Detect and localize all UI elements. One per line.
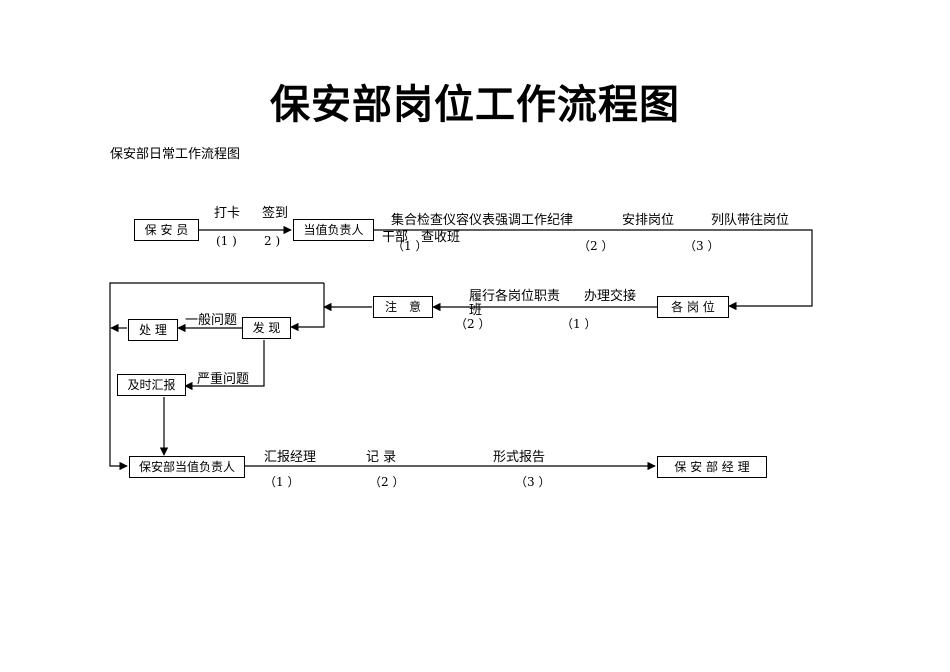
- label-cadre: 干部 查收班: [382, 230, 461, 245]
- page-title: 保安部岗位工作流程图: [270, 82, 680, 128]
- node-posts: 各 岗 位: [657, 296, 729, 318]
- step-num-1c: （1 ）: [561, 317, 597, 331]
- step-num-3d: （3 ）: [515, 475, 551, 489]
- label-general-issue: 一般问题: [185, 313, 238, 328]
- label-arrange: 安排岗位: [622, 213, 675, 228]
- label-handover: 办理交接: [584, 289, 637, 304]
- label-formal-report: 形式报告: [493, 450, 546, 465]
- node-dept-duty-leader: 保安部当值负责人: [129, 456, 245, 478]
- step-num-1a: (1 ): [216, 234, 237, 248]
- page-subtitle: 保安部日常工作流程图: [110, 147, 241, 162]
- step-num-1d: （1 ）: [264, 475, 300, 489]
- step-num-2b: （2 ）: [578, 239, 614, 253]
- step-num-2d: （2 ）: [369, 475, 405, 489]
- label-serious-issue: 严重问题: [197, 372, 250, 387]
- label-record: 记 录: [366, 450, 397, 465]
- label-sign-in: 签到: [262, 206, 289, 221]
- label-report-manager: 汇报经理: [264, 450, 317, 465]
- label-perform: 履行各岗位职责: [469, 289, 561, 304]
- step-num-2c: （2 ）: [455, 317, 491, 331]
- arrow-discover-to-report: [184, 340, 265, 391]
- label-march: 列队带往岗位: [711, 213, 790, 228]
- arrow-leader-to-posts: [373, 229, 813, 311]
- node-dept-manager: 保 安 部 经 理: [657, 456, 767, 478]
- arrow-loop-to-discover: [290, 283, 325, 332]
- label-perform-wrap: 班: [469, 303, 483, 318]
- step-num-2a: 2 ): [264, 234, 281, 248]
- node-handle: 处 理: [128, 319, 178, 341]
- node-discover: 发 现: [242, 317, 291, 339]
- step-num-1b: （1 ）: [392, 239, 428, 253]
- step-num-3b: （3 ）: [684, 239, 720, 253]
- node-report-timely: 及时汇报: [117, 374, 186, 396]
- node-duty-leader: 当值负责人: [293, 219, 374, 241]
- arrow-left-loop: [109, 282, 324, 471]
- node-attention: 注 意: [373, 296, 433, 318]
- node-guard: 保 安 员: [134, 219, 199, 241]
- label-assemble: 集合检查仪容仪表强调工作纪律: [391, 213, 574, 228]
- label-punch: 打卡: [214, 206, 241, 221]
